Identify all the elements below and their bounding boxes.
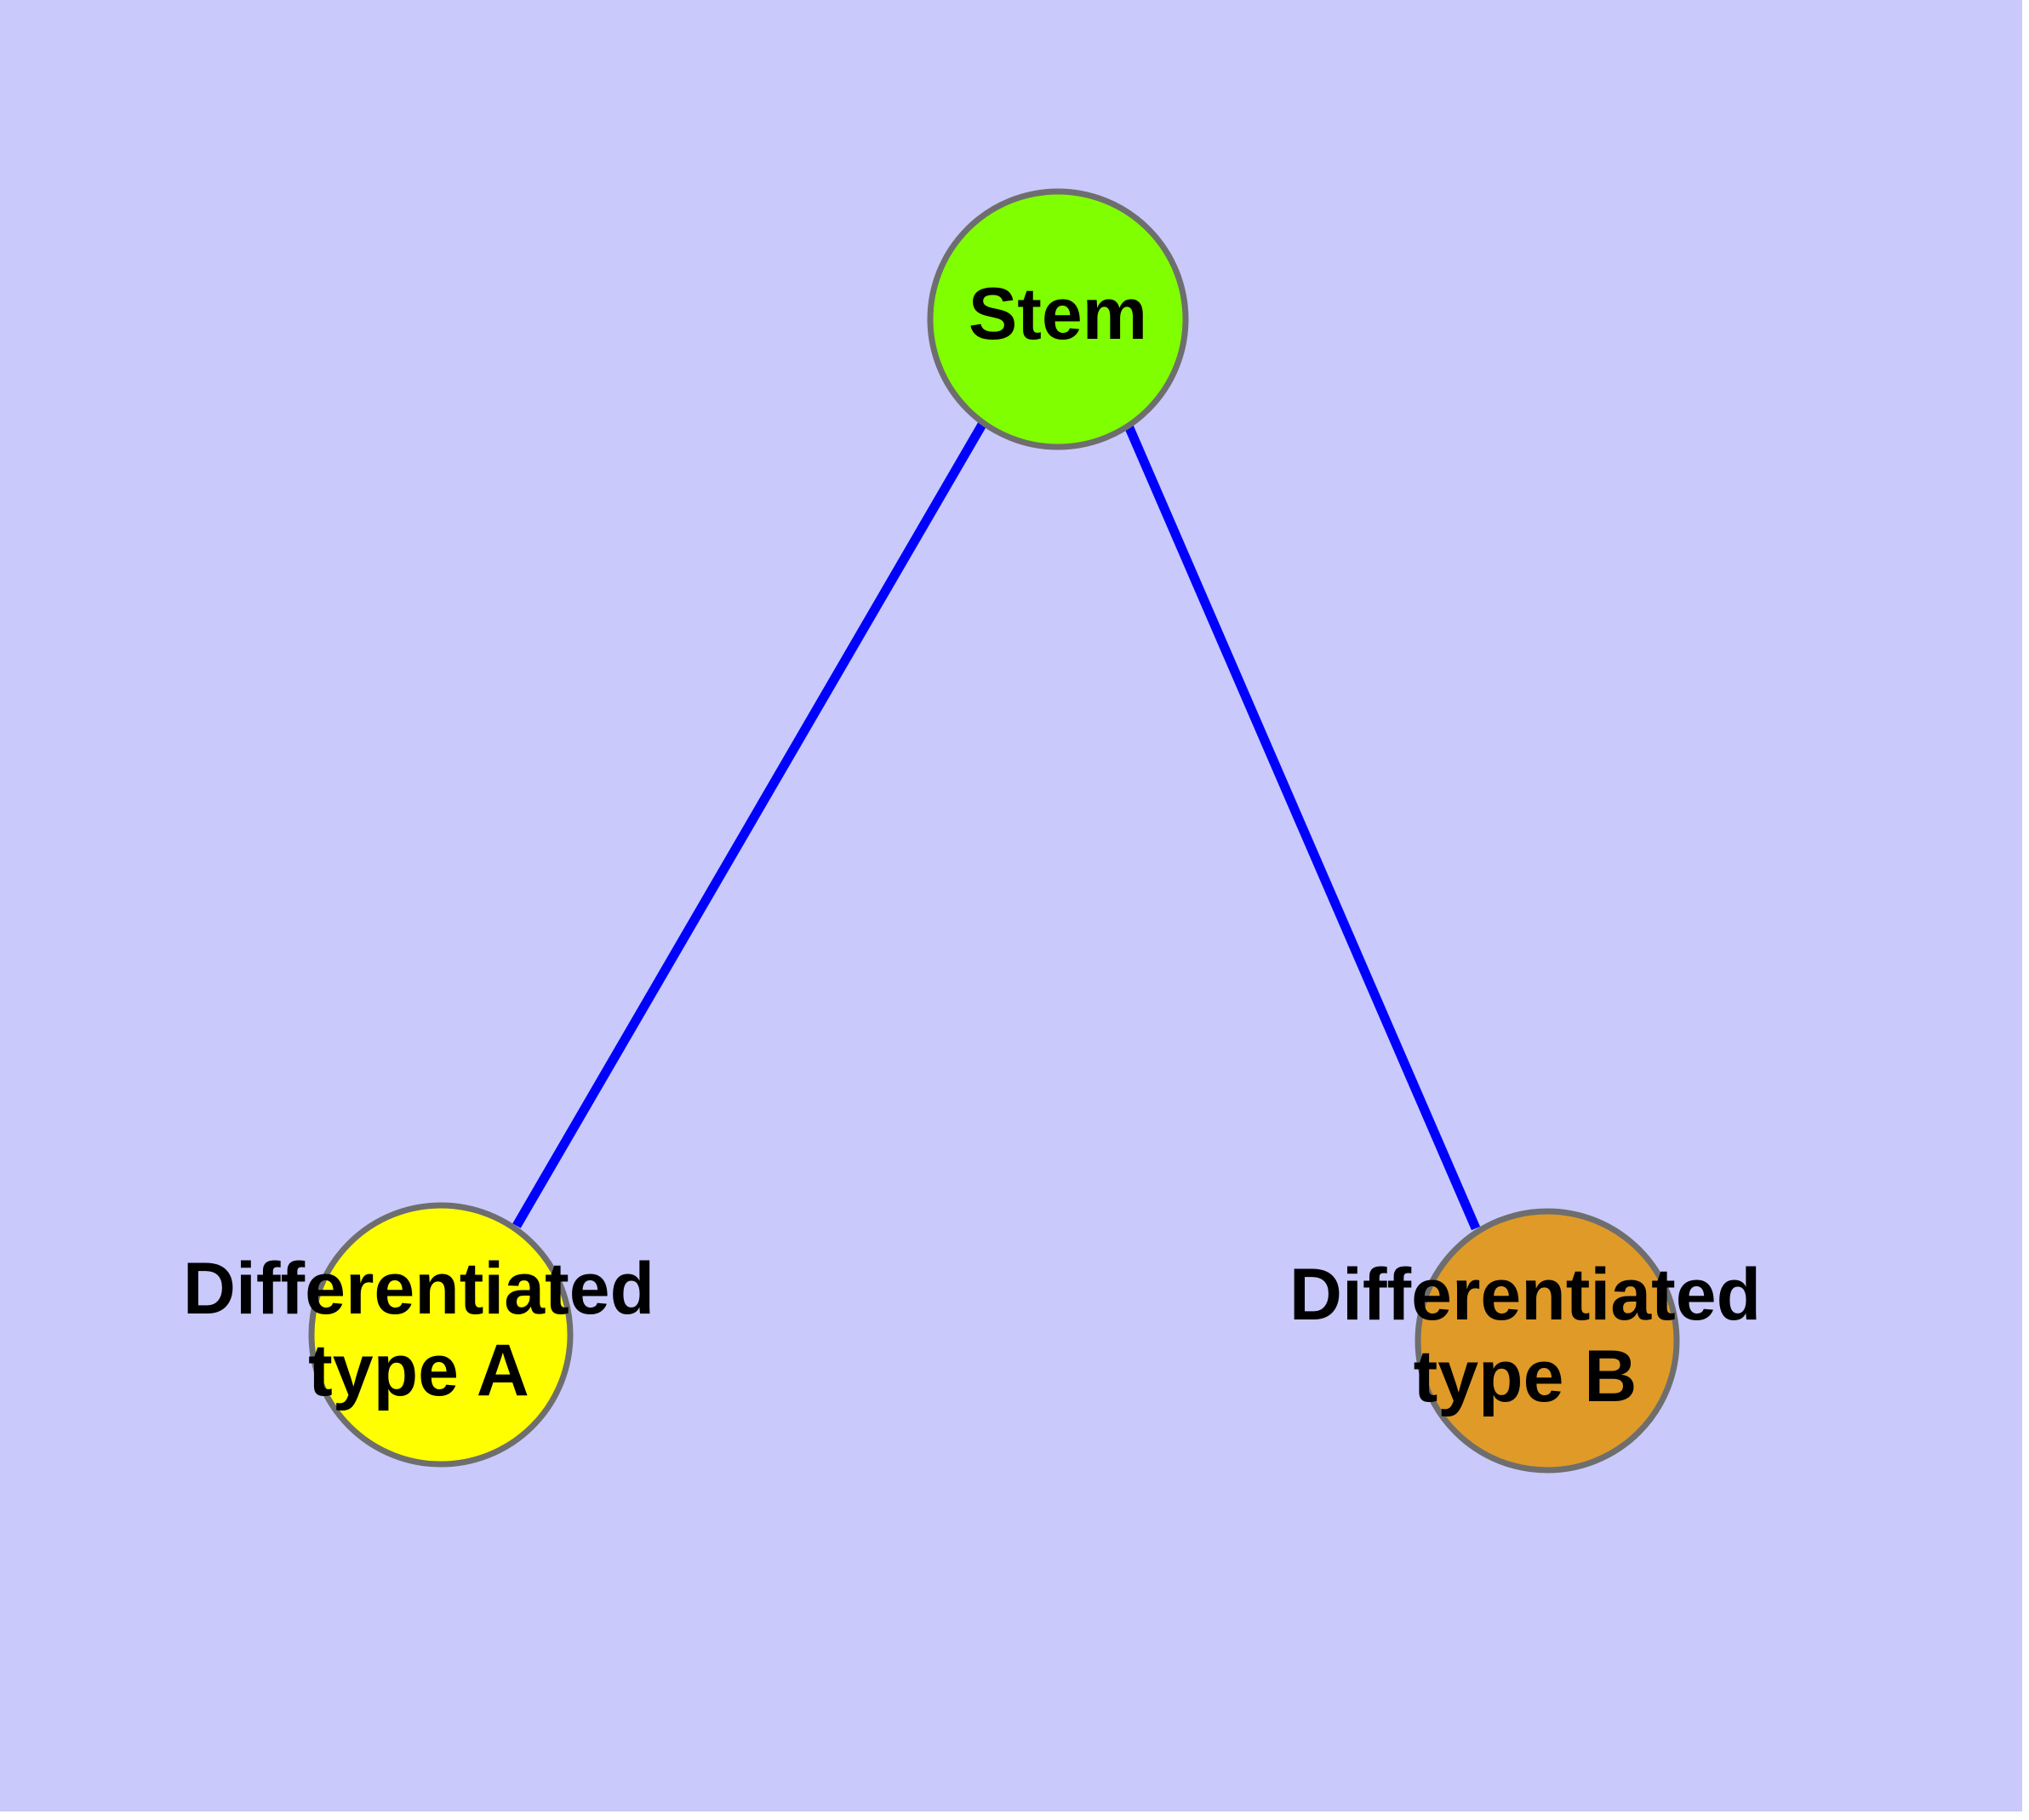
graph-node-diff-b[interactable] xyxy=(1415,1208,1680,1474)
edges-layer xyxy=(512,421,1481,1231)
graph-node-label-stem: Stem xyxy=(969,273,1147,355)
label-line: type A xyxy=(308,1330,529,1411)
graph-node-diff-a[interactable] xyxy=(308,1202,574,1468)
graph-edge-stem-to-diff-a xyxy=(512,421,987,1228)
nodes-layer xyxy=(308,188,1680,1474)
graph-node-stem[interactable] xyxy=(927,188,1189,450)
label-line: Differentiated xyxy=(183,1248,654,1330)
label-line: Differentiated xyxy=(1289,1254,1761,1336)
label-line: Stem xyxy=(969,273,1147,355)
graph-edge-stem-to-diff-b xyxy=(1123,421,1481,1231)
label-line: type B xyxy=(1414,1336,1637,1417)
